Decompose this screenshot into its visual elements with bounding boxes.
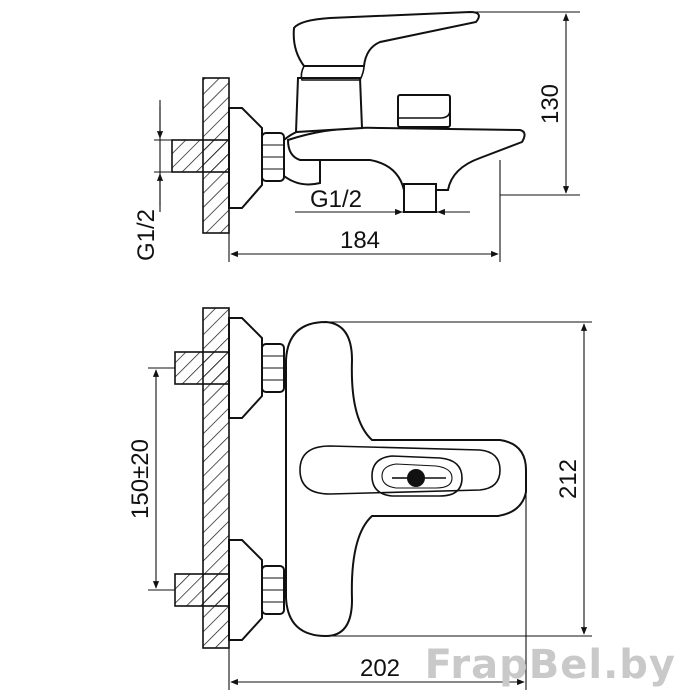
watermark: FrapBel.by (425, 642, 676, 688)
top-view: 202 212 150±20 (127, 307, 592, 690)
top-escutcheon-upper (228, 317, 263, 419)
dim-inlet-spacing: 150±20 (127, 439, 154, 519)
side-view: 130 184 G1/2 G1/2 (133, 10, 580, 262)
top-handle-knob (407, 469, 425, 487)
side-outlet (403, 183, 437, 213)
top-body (285, 320, 527, 638)
top-handle-slot (371, 455, 463, 497)
top-handle (299, 445, 501, 495)
side-escutcheon (228, 107, 263, 209)
dim-thread-outlet: G1/2 (310, 186, 362, 213)
top-escutcheon-lower (228, 539, 263, 641)
side-spout-body (286, 126, 526, 191)
top-inlet-pipe-lower (174, 573, 232, 607)
dim-depth-side: 184 (340, 227, 380, 254)
dim-height-side: 130 (537, 84, 564, 124)
side-handle (292, 10, 480, 67)
dim-thread-inlet: G1/2 (133, 209, 160, 261)
side-inlet-pipe (171, 139, 231, 173)
top-inlet-pipe-upper (174, 351, 232, 385)
side-cartridge-housing (294, 77, 364, 134)
side-diverter-knob (397, 94, 451, 128)
dim-height-top: 212 (555, 459, 582, 499)
dim-width-top: 202 (360, 655, 400, 682)
